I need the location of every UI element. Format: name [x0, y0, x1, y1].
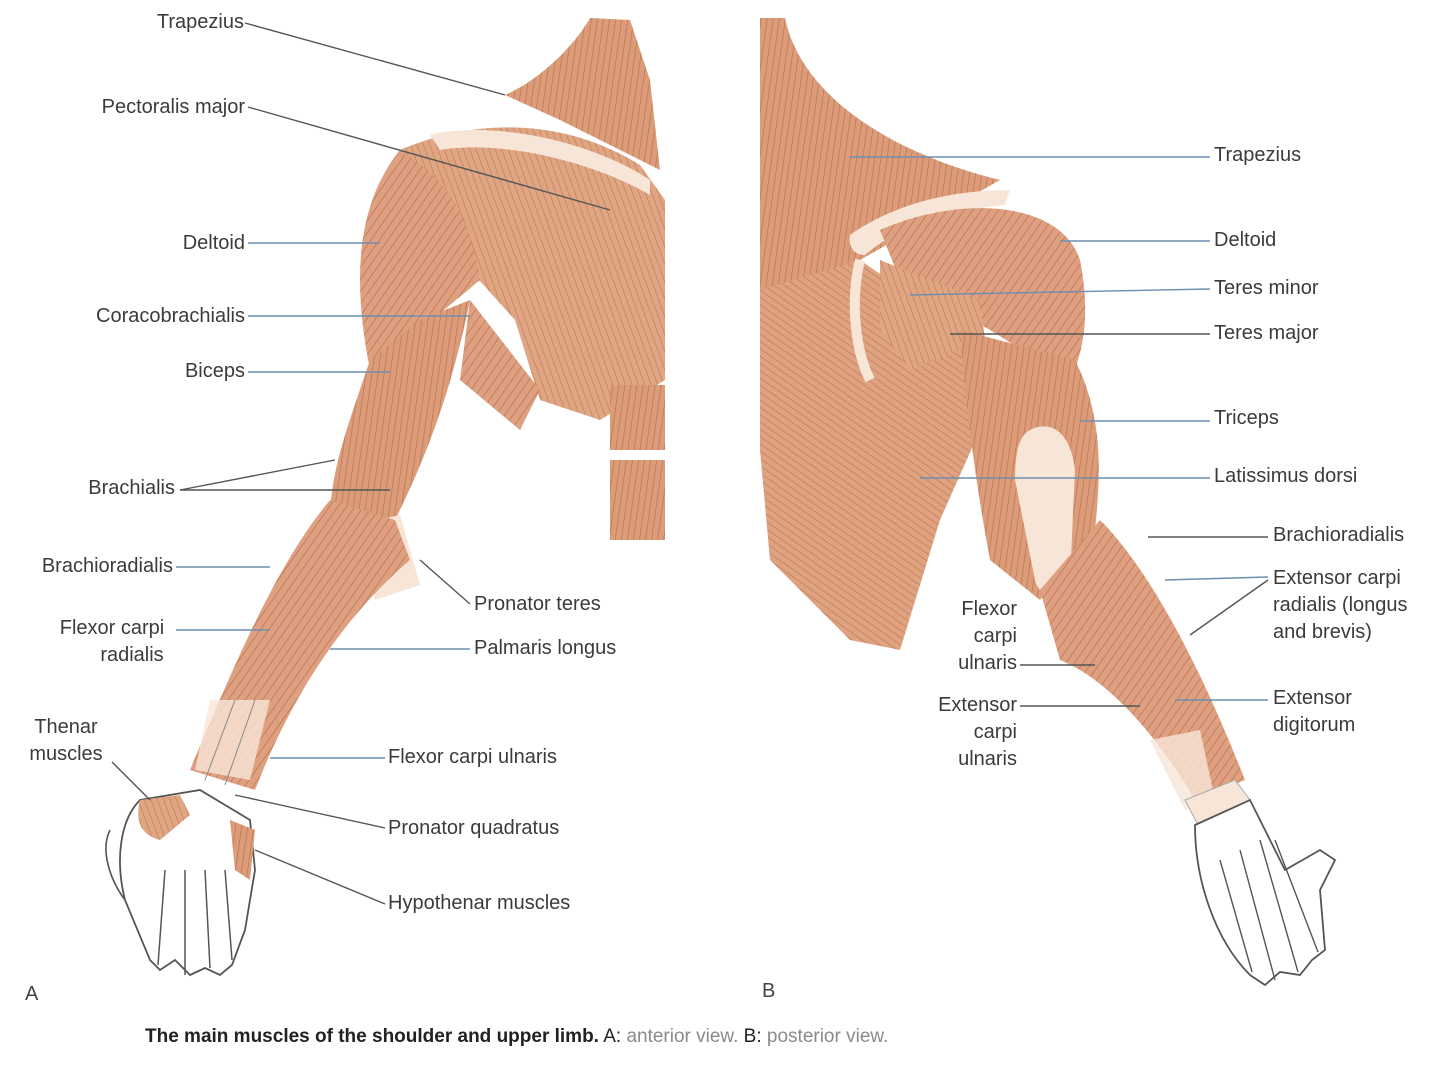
label-trapezius-posterior: Trapezius	[1214, 144, 1302, 166]
leader-trapezius-a	[244, 22, 506, 96]
label-ecr-line2: radialis (longus	[1273, 594, 1408, 616]
leader-pectoralis	[247, 106, 611, 211]
leader-hypothenar	[254, 849, 386, 905]
posterior-forearm-shape	[1040, 520, 1245, 800]
label-fcu-b-line1: Flexor	[961, 598, 1017, 620]
label-trapezius-anterior: Trapezius	[156, 11, 244, 33]
label-fcu-b-line2: carpi	[973, 625, 1017, 647]
label-teres-minor: Teres minor	[1214, 277, 1319, 299]
label-pronator-quadratus: Pronator quadratus	[388, 817, 560, 839]
label-flexor-carpi-ulnaris-posterior: Flexor carpi ulnaris	[927, 596, 1017, 677]
posterior-forearm-tendons	[1150, 730, 1215, 810]
anterior-deltoid-shape	[360, 150, 480, 370]
label-flexor-carpi-radialis-line2: radialis	[100, 644, 164, 666]
label-ecu-line1: Extensor	[938, 694, 1017, 716]
label-pectoralis-major: Pectoralis major	[101, 96, 245, 118]
anterior-leader-lines	[111, 22, 611, 905]
teres-shape	[880, 260, 985, 370]
leader-extensor-carpi-radialis-1	[1164, 576, 1269, 581]
posterior-fingers	[1219, 839, 1319, 981]
leader-pronator-quadratus	[234, 794, 386, 829]
figure-caption: The main muscles of the shoulder and upp…	[145, 1026, 888, 1048]
label-thenar-muscles: Thenar muscles	[18, 714, 114, 768]
label-extensor-carpi-radialis: Extensor carpi radialis (longus and brev…	[1273, 565, 1408, 646]
label-ed-line2: digitorum	[1273, 714, 1356, 736]
label-flexor-carpi-radialis-line1: Flexor carpi	[59, 617, 165, 639]
scapular-spine	[849, 190, 1010, 255]
leader-extensor-carpi-radialis-2	[1189, 579, 1269, 636]
label-ecu-line3: ulnaris	[958, 748, 1017, 770]
anterior-fingers	[157, 869, 233, 975]
label-ed-line1: Extensor	[1273, 687, 1352, 709]
label-biceps: Biceps	[184, 360, 245, 382]
abdomen-block-1	[610, 385, 665, 450]
posterior-trapezius-shape	[760, 18, 1000, 330]
panel-letter-b: B	[762, 980, 776, 1002]
label-flexor-carpi-ulnaris-anterior: Flexor carpi ulnaris	[388, 746, 557, 768]
label-ecr-line1: Extensor carpi	[1273, 567, 1401, 589]
hypothenar-shape	[230, 820, 255, 880]
leader-teres-minor	[909, 288, 1211, 296]
label-hypothenar-muscles: Hypothenar muscles	[388, 892, 571, 914]
label-triceps: Triceps	[1214, 407, 1279, 429]
label-extensor-carpi-ulnaris: Extensor carpi ulnaris	[907, 692, 1017, 773]
anterior-upper-arm-shape	[330, 300, 470, 520]
posterior-hand	[1194, 798, 1337, 987]
scapula-edge	[849, 258, 875, 383]
label-brachioradialis-anterior: Brachioradialis	[41, 555, 173, 577]
label-ecr-line3: and brevis)	[1273, 621, 1372, 643]
label-brachialis: Brachialis	[88, 477, 175, 499]
label-thenar-line2: muscles	[29, 743, 103, 765]
label-coracobrachialis: Coracobrachialis	[96, 305, 245, 327]
anterior-trapezius-shape	[505, 18, 660, 170]
posterior-arm	[760, 18, 1337, 987]
caption-b-letter: B:	[743, 1026, 762, 1047]
anterior-serratus-shape	[460, 300, 540, 430]
leader-brachialis-1	[179, 459, 336, 491]
label-palmaris-longus: Palmaris longus	[474, 637, 617, 659]
panel-letter-a: A	[25, 983, 39, 1005]
anterior-forearm-tendons	[195, 700, 270, 780]
label-pronator-teres: Pronator teres	[474, 593, 601, 615]
posterior-leader-lines	[850, 156, 1269, 707]
triceps-tendon	[1015, 426, 1075, 595]
label-flexor-carpi-radialis: Flexor carpi radialis	[48, 615, 176, 669]
label-extensor-digitorum: Extensor digitorum	[1273, 685, 1355, 739]
label-brachioradialis-posterior: Brachioradialis	[1273, 524, 1405, 546]
anterior-pectoralis-shape	[400, 127, 665, 420]
caption-a-letter: A:	[603, 1026, 622, 1047]
label-thenar-line1: Thenar	[34, 716, 98, 738]
label-ecu-line2: carpi	[973, 721, 1017, 743]
label-teres-major: Teres major	[1214, 322, 1319, 344]
abdomen-block-2	[610, 460, 665, 540]
thenar-shape	[138, 795, 190, 840]
caption-a-text: anterior view.	[626, 1026, 739, 1047]
label-deltoid-anterior: Deltoid	[182, 232, 245, 254]
anterior-arm	[105, 18, 665, 977]
label-latissimus-dorsi: Latissimus dorsi	[1214, 465, 1358, 487]
leader-thenar	[111, 761, 151, 801]
caption-b-text: posterior view.	[766, 1026, 889, 1047]
leader-pronator-teres	[419, 559, 471, 605]
label-fcu-b-line3: ulnaris	[958, 652, 1017, 674]
anterior-clavicle	[430, 130, 650, 195]
label-deltoid-posterior: Deltoid	[1214, 229, 1277, 251]
caption-bold: The main muscles of the shoulder and upp…	[145, 1026, 599, 1047]
